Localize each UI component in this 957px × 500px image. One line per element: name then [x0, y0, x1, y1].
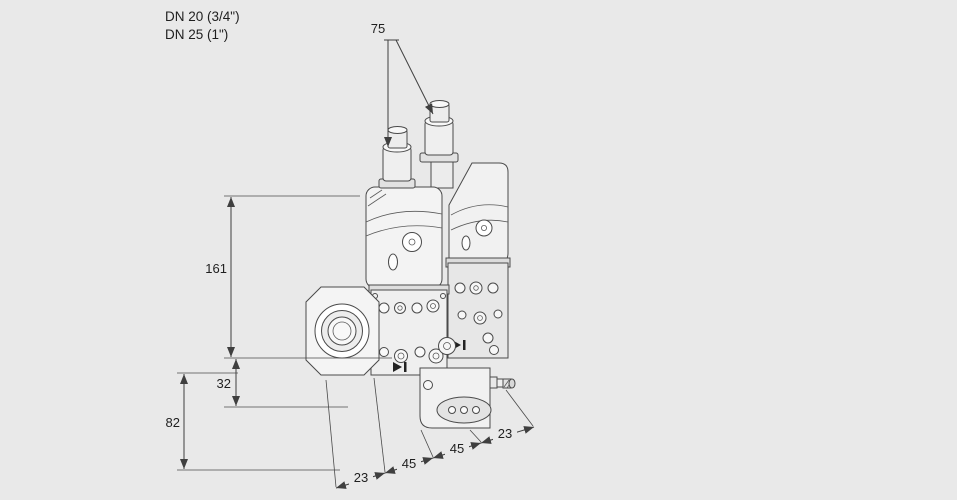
dimension-bottom-chain: 23 45 45 23 — [325, 377, 535, 489]
front-valve-body — [368, 284, 456, 376]
side-test-fitting — [489, 376, 516, 389]
dim-45-right-label: 45 — [450, 441, 464, 456]
rear-actuator-cap — [419, 100, 459, 189]
port-size-label-2: DN 25 (1") — [165, 27, 228, 42]
dim-23-right-label: 23 — [498, 426, 512, 441]
dim-82-label: 82 — [166, 415, 180, 430]
coil-screw — [402, 232, 422, 252]
dim-32-label: 32 — [217, 376, 231, 391]
dim-45-left-label: 45 — [402, 456, 416, 471]
cable-gland-hole — [461, 235, 471, 251]
cable-gland-hole — [388, 253, 398, 271]
inlet-flange — [305, 286, 380, 376]
front-solenoid-coil — [365, 186, 443, 289]
dimension-height-mid: 32 — [217, 359, 348, 408]
dim-75-label: 75 — [371, 21, 385, 36]
dimension-annotations: DN 20 (3/4") DN 25 (1") 75 161 32 82 — [165, 9, 535, 489]
coil-screw — [475, 219, 493, 237]
dim-161-label: 161 — [205, 261, 227, 276]
rear-solenoid-coil — [448, 162, 509, 263]
flow-direction-arrow — [393, 362, 402, 372]
dimension-height-lower: 82 — [166, 372, 340, 471]
valve-assembly — [305, 100, 516, 429]
front-actuator-cap — [378, 126, 416, 189]
dimension-height-upper: 161 — [205, 195, 392, 359]
port-size-label-1: DN 20 (3/4") — [165, 9, 240, 24]
dim-23-left-label: 23 — [354, 470, 368, 485]
dimension-top-span: 75 — [371, 21, 434, 147]
pressure-regulator — [419, 367, 492, 429]
rear-valve-body — [445, 257, 511, 359]
